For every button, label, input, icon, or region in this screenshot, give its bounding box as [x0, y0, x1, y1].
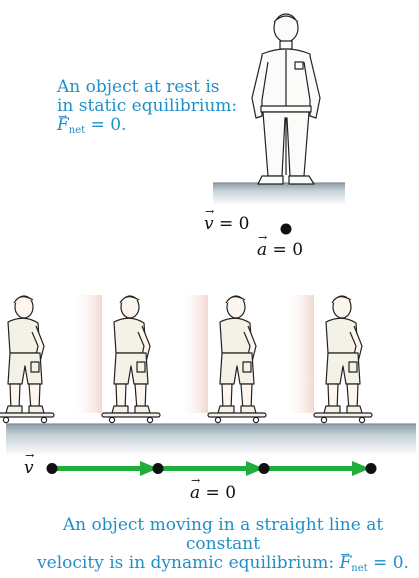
motion-point [366, 463, 377, 474]
static-caption-line1: An object at rest is [57, 78, 237, 97]
dynamic-caption-line1: An object moving in a straight line at c… [28, 516, 418, 554]
static-eq-rhs: = 0. [85, 115, 126, 135]
a-rhs: = 0 [200, 483, 236, 503]
rest-velocity-label: →v = 0 [204, 214, 249, 234]
skateboarder [72, 295, 160, 423]
motion-acceleration-label: →a = 0 [190, 483, 236, 503]
motion-point [259, 463, 270, 474]
v-vector: →v [24, 458, 34, 478]
rest-platform [213, 183, 345, 205]
motion-point [153, 463, 164, 474]
rest-point [281, 224, 292, 235]
dynamic-eq-rhs: = 0. [368, 553, 409, 573]
green-arrow [52, 466, 146, 471]
a-vector: →a [190, 483, 200, 503]
dynamic-caption-text: velocity is in dynamic equilibrium: [37, 553, 339, 573]
a-rhs: = 0 [267, 240, 303, 260]
net-subscript: net [351, 563, 367, 574]
f-net-vector: →F [57, 116, 69, 135]
a-vector: →a [257, 240, 267, 260]
net-subscript: net [69, 125, 85, 136]
rest-acceleration-label: →a = 0 [257, 240, 303, 260]
green-arrow [264, 466, 358, 471]
motion-ground [6, 424, 416, 456]
static-caption: An object at rest is in static equilibri… [57, 78, 237, 140]
static-caption-line2: in static equilibrium: [57, 97, 237, 116]
dynamic-caption: An object moving in a straight line at c… [28, 516, 418, 578]
dynamic-caption-line2: velocity is in dynamic equilibrium: →Fne… [28, 554, 418, 578]
v-rhs: = 0 [214, 214, 250, 234]
static-equation: →Fnet = 0. [57, 116, 237, 140]
skateboarder [0, 295, 54, 423]
skateboarder [284, 295, 372, 423]
green-arrow [158, 466, 252, 471]
skateboarder [178, 295, 266, 423]
equilibrium-diagram: An object at rest is in static equilibri… [0, 0, 419, 562]
f-net-vector: →F [339, 554, 351, 573]
motion-velocity-label: →v [24, 458, 34, 478]
v-vector: →v [204, 214, 214, 234]
motion-arrows [52, 461, 370, 476]
motion-point [47, 463, 58, 474]
